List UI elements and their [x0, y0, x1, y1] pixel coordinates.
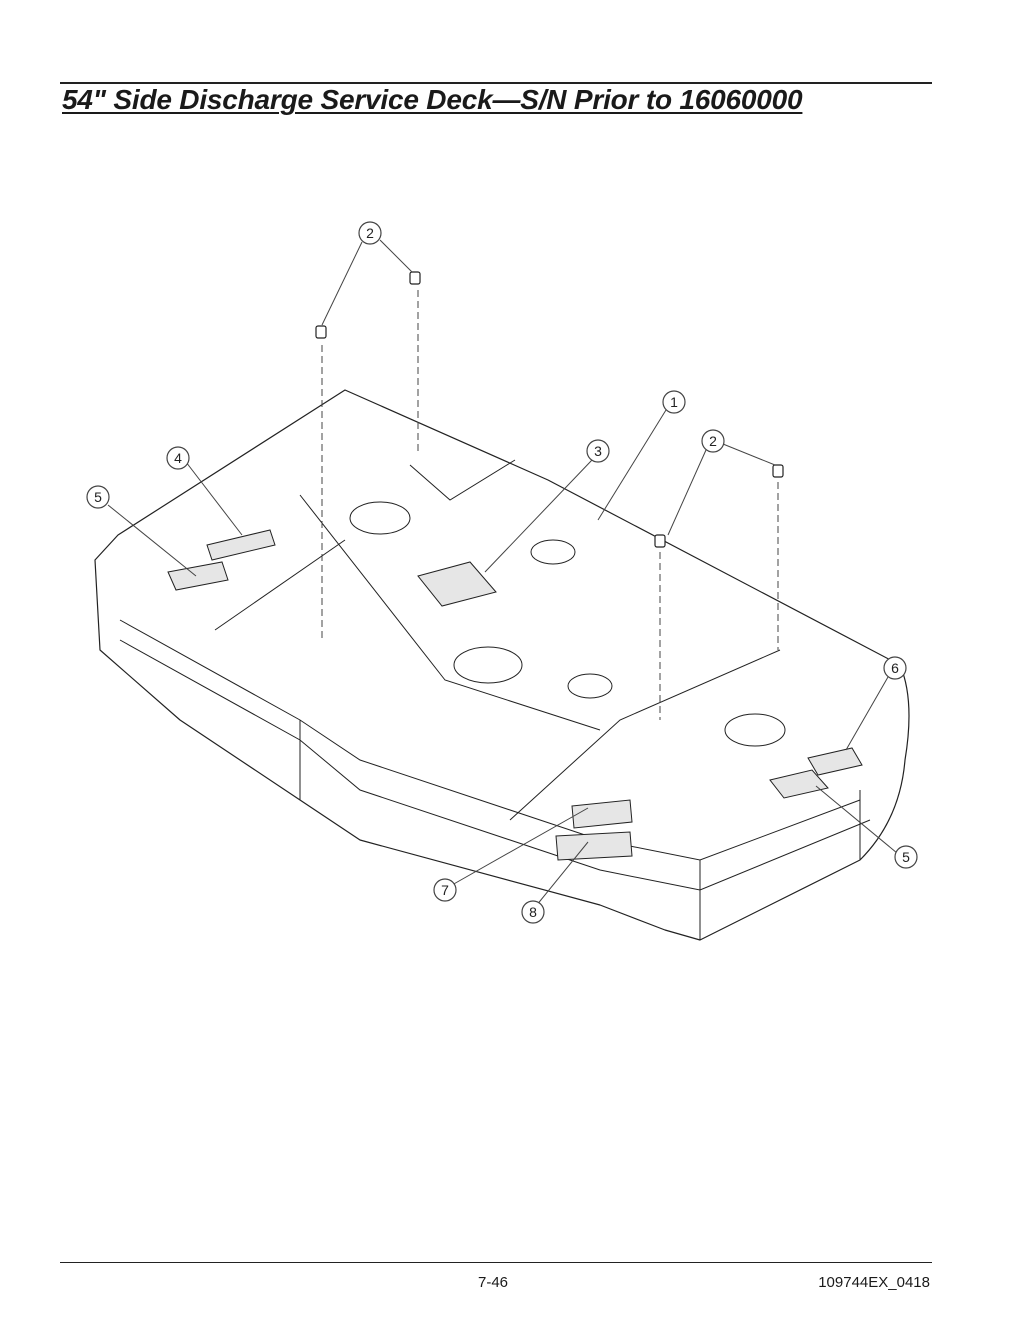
callout-label: 4 [174, 450, 182, 466]
callout-2b: 2 [701, 429, 725, 453]
callout-3: 3 [586, 439, 610, 463]
page-title: 54" Side Discharge Service Deck—S/N Prio… [62, 84, 803, 115]
deck-diagram: 2 1 3 2 4 5 6 5 7 8 [86, 221, 918, 941]
callout-2a: 2 [358, 221, 382, 245]
callout-4: 4 [166, 446, 190, 470]
document-code: 109744EX_0418 [818, 1274, 930, 1291]
callout-label: 1 [670, 394, 678, 410]
decals [167, 529, 863, 861]
callout-label: 7 [441, 882, 449, 898]
callout-7: 7 [433, 878, 457, 902]
callout-label: 5 [94, 489, 102, 505]
callout-label: 3 [594, 443, 602, 459]
callout-label: 2 [366, 225, 374, 241]
callout-label: 6 [891, 660, 899, 676]
leader-lines [107, 239, 898, 907]
page-number: 7-46 [478, 1274, 509, 1291]
callout-8: 8 [521, 900, 545, 924]
callout-label: 8 [529, 904, 537, 920]
install-lines [321, 290, 779, 720]
bottom-rule [60, 1262, 932, 1263]
callout-6: 6 [883, 656, 907, 680]
callout-5a: 5 [86, 485, 110, 509]
callout-label: 5 [902, 849, 910, 865]
deck-body [94, 389, 910, 941]
callout-1: 1 [662, 390, 686, 414]
callout-5b: 5 [894, 845, 918, 869]
callout-label: 2 [709, 433, 717, 449]
hardware-clips [315, 271, 784, 548]
top-rule [60, 82, 932, 84]
